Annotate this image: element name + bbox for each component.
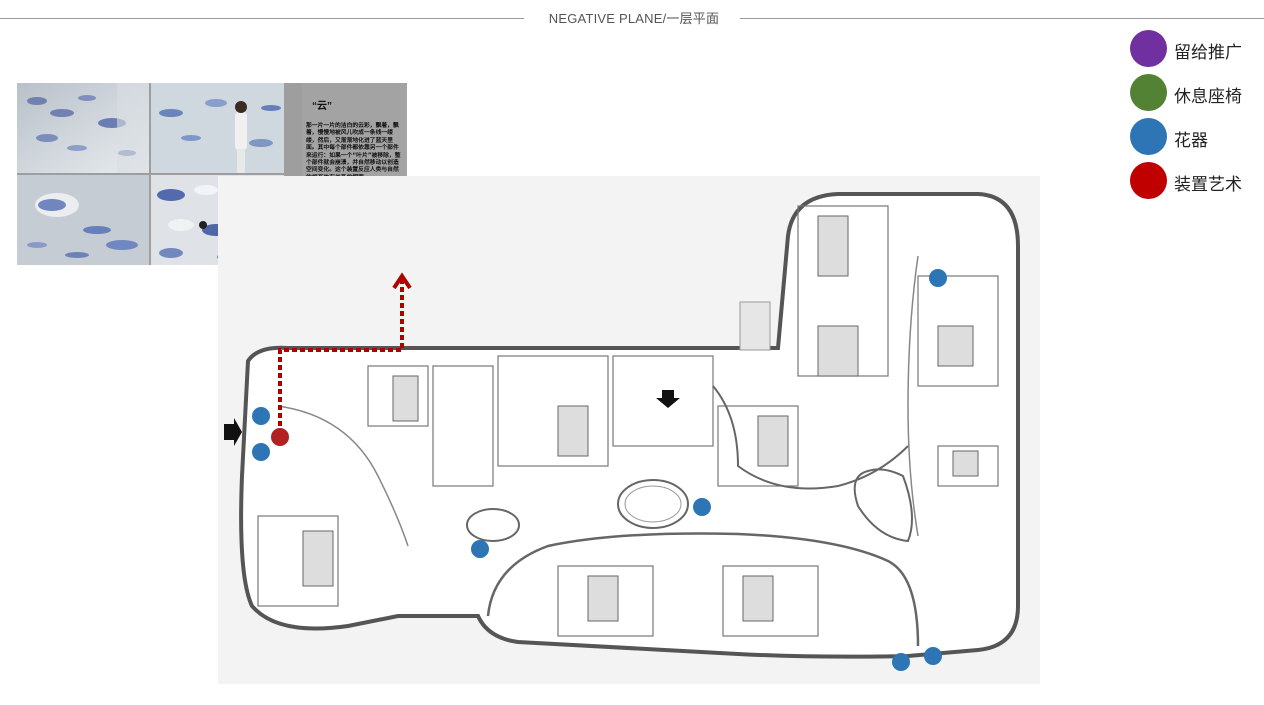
header-rule-left (0, 18, 524, 19)
reference-photo-3 (17, 175, 149, 265)
flower-pot-marker-1 (252, 407, 270, 425)
reference-title: “云” (312, 101, 332, 112)
reference-photo-1 (17, 83, 149, 173)
flower-pot-marker-5 (929, 269, 947, 287)
legend-dot-purple (1130, 30, 1167, 67)
legend: 留给推广 休息座椅 花器 装置艺术 (1128, 30, 1264, 206)
legend-item-seating: 休息座椅 (1128, 74, 1264, 111)
legend-label: 装置艺术 (1174, 175, 1242, 195)
reference-photo-2 (151, 83, 284, 173)
flower-pot-marker-7 (924, 647, 942, 665)
reference-text-cn: 那一片一片的洁白的云彩，飘着，飘着，慢慢地被风儿吹成一条线一缕缕，然后，又渐渐地… (306, 123, 401, 181)
floor-plan-drawing (218, 176, 1040, 684)
flower-pot-marker-6 (892, 653, 910, 671)
flower-pot-marker-4 (693, 498, 711, 516)
floor-plan (218, 176, 1040, 684)
legend-item-promotion: 留给推广 (1128, 30, 1264, 67)
legend-dot-green (1130, 74, 1167, 111)
legend-label: 休息座椅 (1174, 87, 1242, 107)
flower-pot-marker-3 (471, 540, 489, 558)
legend-label: 花器 (1174, 131, 1208, 151)
page-title: NEGATIVE PLANE/一层平面 (548, 11, 720, 26)
art-installation-marker (271, 428, 289, 446)
legend-dot-blue (1130, 118, 1167, 155)
flower-pot-marker-2 (252, 443, 270, 461)
page-header: NEGATIVE PLANE/一层平面 (0, 8, 1264, 28)
legend-dot-red (1130, 162, 1167, 199)
header-rule-right (740, 18, 1264, 19)
legend-item-flower-pot: 花器 (1128, 118, 1264, 155)
legend-label: 留给推广 (1174, 43, 1242, 63)
legend-item-art-installation: 装置艺术 (1128, 162, 1264, 199)
